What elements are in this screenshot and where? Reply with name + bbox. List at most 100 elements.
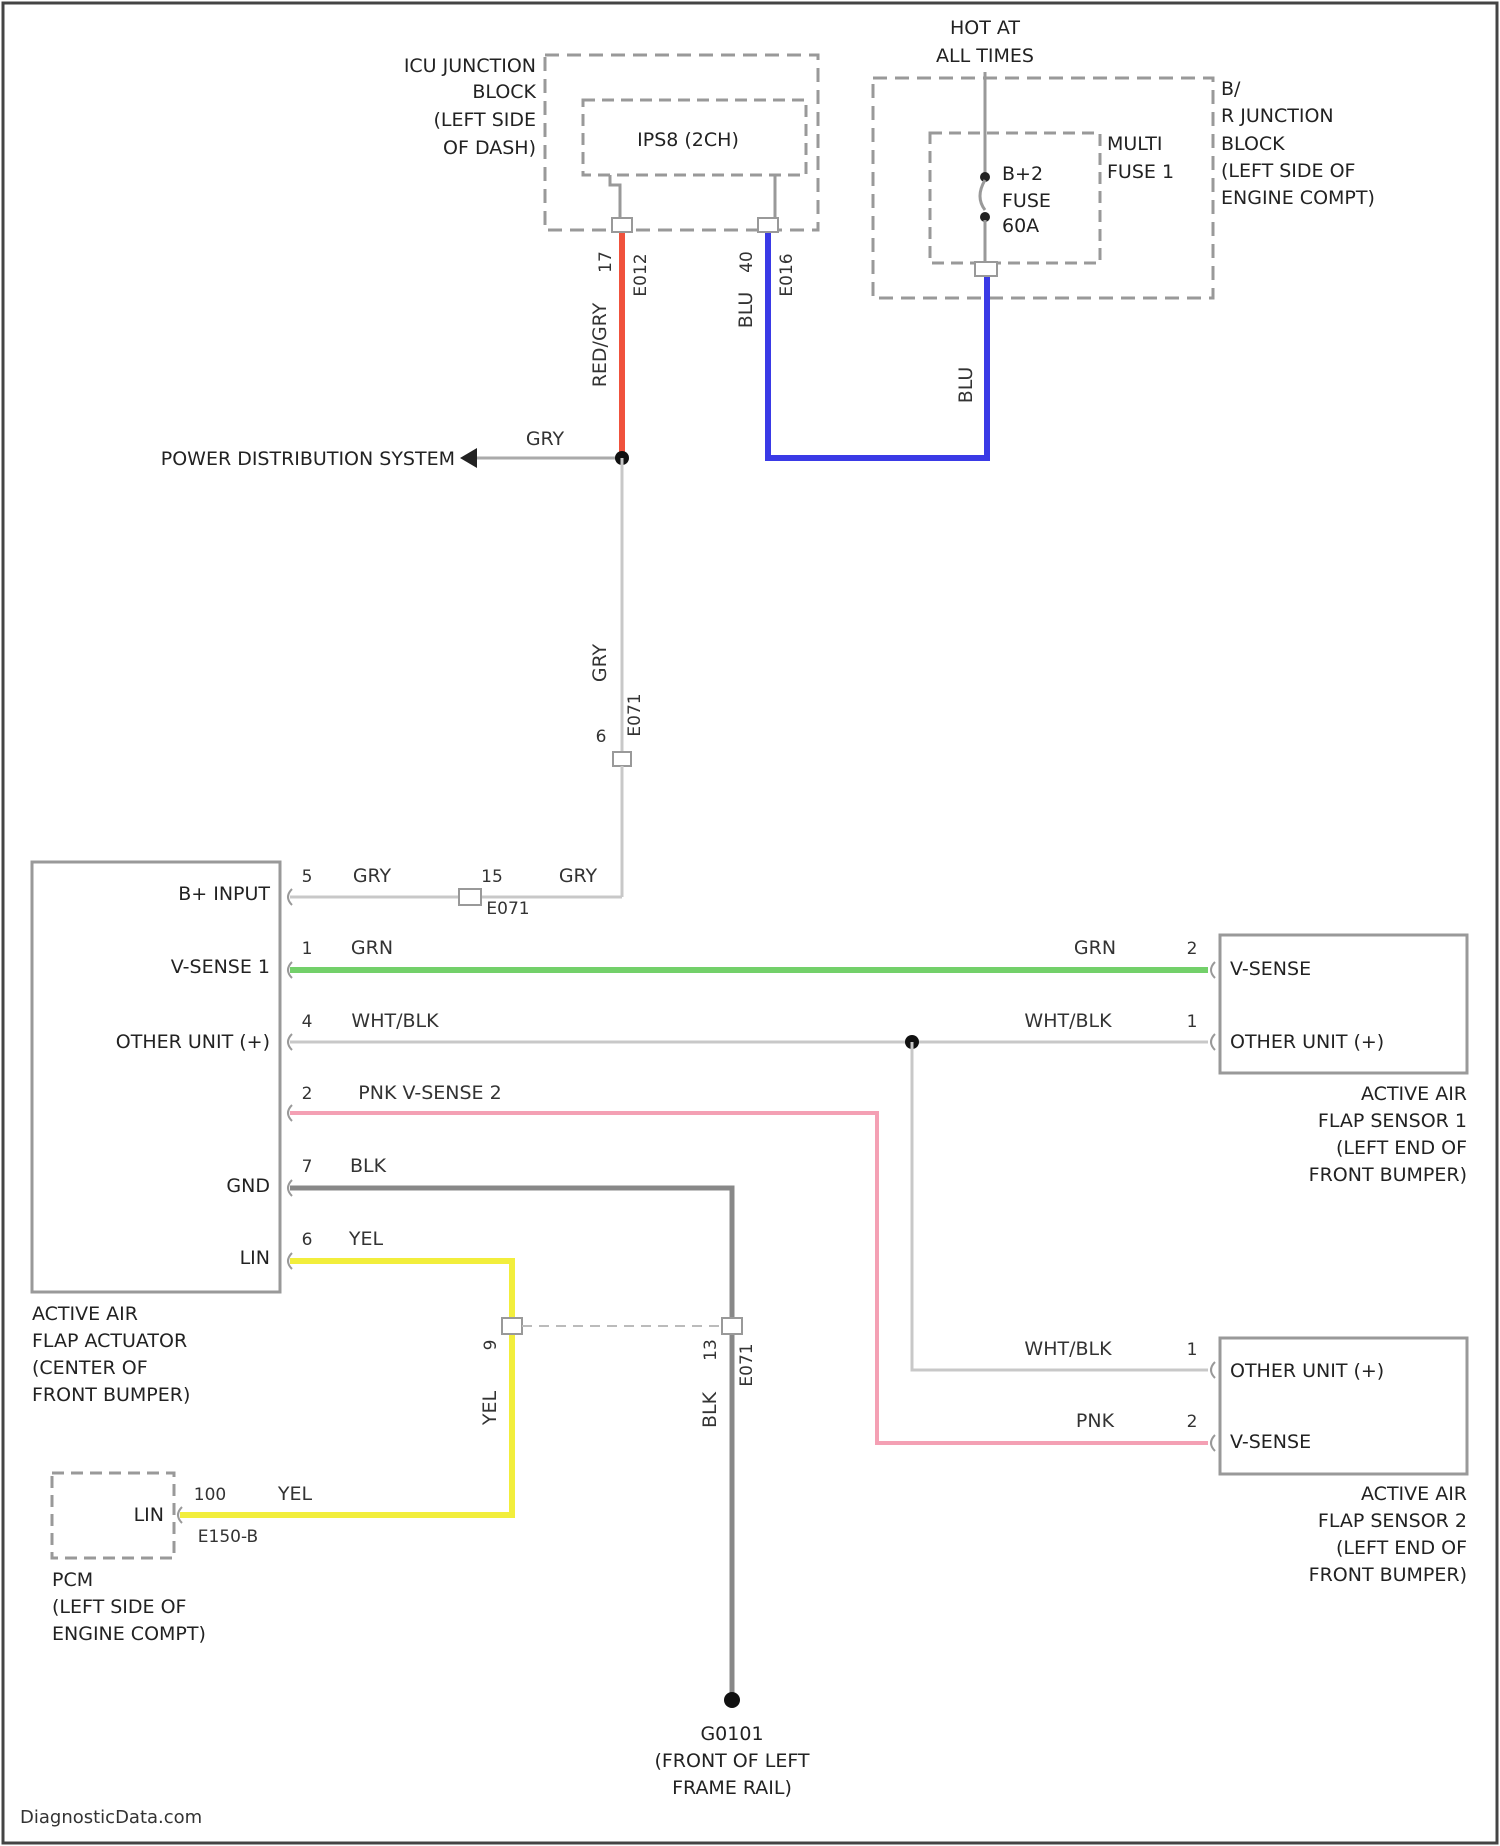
icu-label-3: (LEFT SIDE bbox=[433, 109, 536, 131]
red-conn: E012 bbox=[631, 253, 651, 296]
act-pin-num-3: 4 bbox=[302, 1012, 313, 1032]
s1-pin-num-1: 2 bbox=[1187, 939, 1198, 959]
sensor1-pin-hook-1 bbox=[1211, 962, 1215, 978]
yel-vert-label: YEL bbox=[479, 1390, 501, 1426]
c-pin: 6 bbox=[596, 727, 607, 747]
act-label-2: FLAP ACTUATOR bbox=[32, 1330, 187, 1352]
gry-top-right-label: GRY bbox=[559, 865, 598, 887]
s1-pin-name-1: V-SENSE bbox=[1230, 958, 1311, 980]
act-label-3: (CENTER OF bbox=[32, 1357, 148, 1379]
ground-id: G0101 bbox=[700, 1723, 763, 1745]
s1-pin-name-2: OTHER UNIT (+) bbox=[1230, 1031, 1384, 1053]
hot-label-2: ALL TIMES bbox=[936, 45, 1034, 67]
multifuse-label-1: MULTI bbox=[1107, 133, 1162, 155]
ips-label: IPS8 (2CH) bbox=[637, 129, 739, 151]
fuse-label-2: FUSE bbox=[1002, 190, 1051, 212]
outer-frame bbox=[3, 3, 1497, 1843]
fuse-label-3: 60A bbox=[1002, 215, 1039, 237]
pcm-label-1: PCM bbox=[52, 1569, 93, 1591]
connector-e071-blk bbox=[722, 1318, 742, 1334]
act-wire-3: WHT/BLK bbox=[351, 1010, 439, 1032]
pnk-wire bbox=[290, 1113, 1208, 1443]
s2-pin-num-1: 1 bbox=[1187, 1340, 1198, 1360]
bjb-label-4: (LEFT SIDE OF bbox=[1221, 160, 1355, 182]
act-wire-2: GRN bbox=[351, 937, 393, 959]
pcm-label-2: (LEFT SIDE OF bbox=[52, 1596, 186, 1618]
watermark: DiagnosticData.com bbox=[20, 1807, 202, 1828]
act-pin-name-3: OTHER UNIT (+) bbox=[116, 1031, 270, 1053]
act-pin-num-1: 5 bbox=[302, 867, 313, 887]
s2-pin-name-1: OTHER UNIT (+) bbox=[1230, 1360, 1384, 1382]
blu-wire-label: BLU bbox=[735, 292, 757, 329]
ground-label-2: FRAME RAIL) bbox=[672, 1777, 792, 1799]
pcm-label-3: ENGINE COMPT) bbox=[52, 1623, 206, 1645]
ground-label-1: (FRONT OF LEFT bbox=[654, 1750, 809, 1772]
icu-label-2: BLOCK bbox=[472, 81, 536, 103]
act-pin-name-5: GND bbox=[226, 1175, 270, 1197]
act-pin-name-2: V-SENSE 1 bbox=[171, 956, 270, 978]
connector-e016 bbox=[758, 218, 778, 232]
c-conn: E071 bbox=[625, 693, 645, 736]
act-pin-num-5: 7 bbox=[302, 1157, 313, 1177]
act-wire-1: GRY bbox=[353, 865, 392, 887]
pcm-wire: YEL bbox=[277, 1483, 313, 1505]
blu-conn: E016 bbox=[777, 253, 797, 296]
blu-pin-num: 40 bbox=[737, 251, 757, 273]
br-junction-block bbox=[873, 78, 1213, 298]
act-pin-num-6: 6 bbox=[302, 1230, 313, 1250]
act-pin-num-4: 2 bbox=[302, 1084, 313, 1104]
bjb-label-1: B/ bbox=[1221, 78, 1241, 100]
yel-pin: 9 bbox=[481, 1340, 501, 1351]
connector-e012 bbox=[612, 218, 632, 232]
gry-vertical-label: GRY bbox=[589, 643, 611, 682]
s1-pin-num-2: 1 bbox=[1187, 1012, 1198, 1032]
connector-e071-vertical bbox=[613, 752, 631, 766]
sensor2-pin-hook-1 bbox=[1211, 1362, 1215, 1378]
red-pin-num: 17 bbox=[596, 251, 616, 273]
bjb-label-3: BLOCK bbox=[1221, 133, 1285, 155]
icu-label-4: OF DASH) bbox=[443, 137, 536, 159]
hot-label-1: HOT AT bbox=[950, 17, 1020, 39]
s2-label-3: (LEFT END OF bbox=[1336, 1537, 1467, 1559]
multifuse-label-2: FUSE 1 bbox=[1107, 161, 1174, 183]
act-pin-num-2: 1 bbox=[302, 939, 313, 959]
blk-vert-label: BLK bbox=[699, 1391, 721, 1428]
wht-blk-branch bbox=[912, 1042, 1208, 1370]
act-pin-name-1: B+ INPUT bbox=[178, 883, 270, 905]
s2-pin-num-2: 2 bbox=[1187, 1412, 1198, 1432]
sensor2-box bbox=[1220, 1338, 1467, 1474]
fuse-symbol bbox=[980, 180, 985, 210]
icu-label-1: ICU JUNCTION bbox=[404, 55, 536, 77]
red-wire-label: RED/GRY bbox=[589, 302, 611, 387]
blk-conn: E071 bbox=[737, 1343, 757, 1386]
s1-label-2: FLAP SENSOR 1 bbox=[1318, 1110, 1467, 1132]
sensor2-pin-hook-2 bbox=[1211, 1435, 1215, 1451]
gry-pin: 15 bbox=[481, 867, 503, 887]
blu-wire-label-2: BLU bbox=[955, 367, 977, 404]
yel-wire bbox=[180, 1261, 512, 1515]
s2-label-1: ACTIVE AIR bbox=[1361, 1483, 1467, 1505]
s2-label-2: FLAP SENSOR 2 bbox=[1318, 1510, 1467, 1532]
actuator-box bbox=[32, 862, 280, 1292]
act-label-4: FRONT BUMPER) bbox=[32, 1384, 190, 1406]
act-wire-6: YEL bbox=[348, 1228, 384, 1250]
s1-label-3: (LEFT END OF bbox=[1336, 1137, 1467, 1159]
s2-label-4: FRONT BUMPER) bbox=[1309, 1564, 1467, 1586]
grn-right-label: GRN bbox=[1074, 937, 1116, 959]
sensor1-pin-hook-2 bbox=[1211, 1034, 1215, 1050]
connector-e071-horizontal bbox=[459, 889, 481, 905]
power-dist-arrow bbox=[460, 448, 477, 468]
pcm-connector: E150-B bbox=[198, 1527, 258, 1547]
blk-pin-num: 13 bbox=[701, 1339, 721, 1361]
s1-label-4: FRONT BUMPER) bbox=[1309, 1164, 1467, 1186]
ground-point bbox=[724, 1692, 740, 1708]
gry-branch-label: GRY bbox=[526, 428, 565, 450]
act-pin-name-6: LIN bbox=[240, 1247, 270, 1269]
s1-label-1: ACTIVE AIR bbox=[1361, 1083, 1467, 1105]
fuse-label-1: B+2 bbox=[1002, 163, 1043, 185]
pnk-right-label: PNK bbox=[1076, 1410, 1115, 1432]
bjb-label-5: ENGINE COMPT) bbox=[1221, 187, 1375, 209]
pcm-pin-name: LIN bbox=[134, 1504, 164, 1526]
